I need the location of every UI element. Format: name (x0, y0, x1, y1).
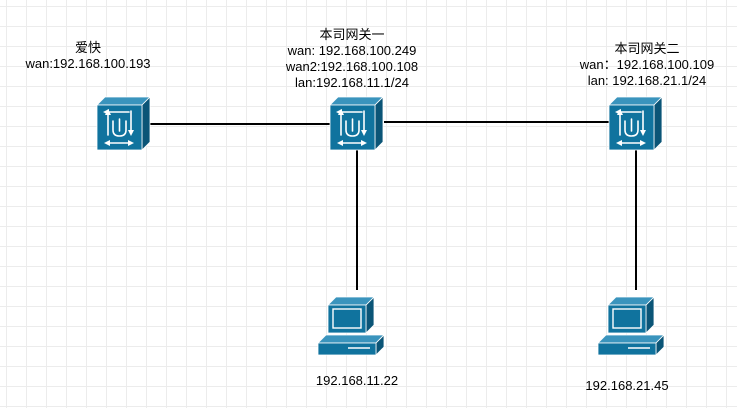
router-left-name: 爱快 (74, 40, 101, 55)
gateway-2-router-icon[interactable] (608, 96, 663, 151)
gateway-2-wan: wan：192.168.100.109 (579, 57, 715, 72)
gateway-2-lan: lan: 192.168.21.1/24 (587, 73, 707, 88)
gateway-1-name: 本司网关一 (319, 27, 385, 42)
gateway-1-router-icon[interactable] (329, 96, 384, 151)
pc-2-ip: 192.168.21.45 (585, 378, 669, 393)
gateway-1-wan: wan: 192.168.100.249 (287, 43, 417, 58)
pc-1-icon[interactable] (317, 296, 385, 356)
pc-2-icon[interactable] (597, 296, 665, 356)
pc-2-label: 192.168.21.45 (585, 378, 668, 394)
router-left-label: 爱快 wan:192.168.100.193 (25, 40, 150, 72)
pc-1-ip: 192.168.11.22 (315, 373, 399, 388)
gateway-1-lan: lan:192.168.11.1/24 (295, 75, 409, 90)
gateway-1-wan2: wan2:192.168.100.108 (285, 59, 419, 74)
router-left-wan: wan:192.168.100.193 (25, 56, 151, 71)
gateway-2-name: 本司网关二 (614, 41, 680, 56)
pc-1-label: 192.168.11.22 (316, 373, 398, 389)
gateway-1-label: 本司网关一 wan: 192.168.100.249 wan2:192.168.… (286, 27, 418, 91)
gateway-2-label: 本司网关二 wan：192.168.100.109 lan: 192.168.2… (580, 41, 714, 89)
router-left-icon[interactable] (96, 96, 151, 151)
